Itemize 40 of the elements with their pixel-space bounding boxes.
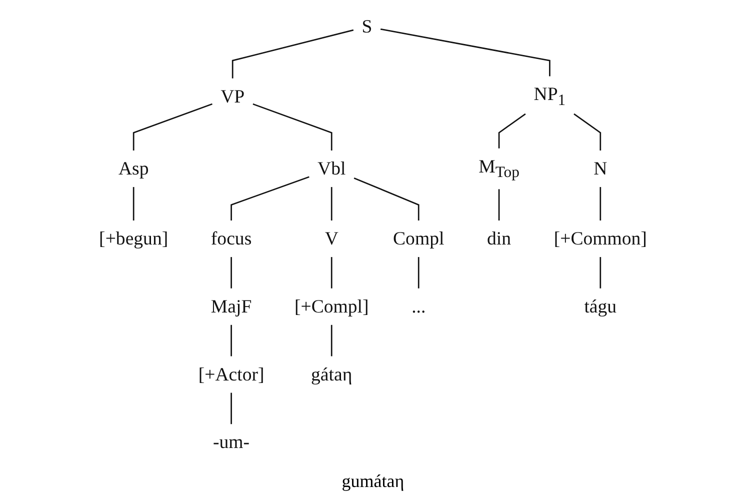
node-text: [+Actor] [198,364,264,384]
node-text: [+Compl] [294,296,369,317]
node-text: MajF [210,296,252,317]
connector [252,103,332,150]
connector [132,187,134,220]
connector [232,29,354,78]
connector [230,176,310,220]
bracket-label: gumátaη [342,471,404,492]
node-text: din [487,228,512,249]
connector [600,257,602,288]
node-text: VP [220,86,245,107]
connector [230,324,232,356]
connector [132,103,212,150]
connector [330,324,332,356]
connector [498,113,526,148]
node-text: Vbl [318,158,346,179]
node-text: -um- [213,431,250,452]
connector [230,257,232,288]
node-text: Asp [118,158,149,179]
connector [354,177,420,220]
node-text: ... [412,296,426,317]
connector [574,113,602,150]
connector [230,392,232,424]
connector [418,257,420,288]
connector [498,189,500,220]
node-text: Compl [393,228,444,249]
node-text: V [324,228,338,249]
connector [380,28,550,76]
node-text: S [362,16,372,37]
node-text: [+Common] [554,228,647,249]
node-text: NP$_{1}$ [534,84,566,110]
node-text: tágu [584,296,617,317]
node-text: N [594,158,608,179]
connector [600,187,602,220]
connector [330,187,332,220]
node-text: [+begun] [99,228,168,249]
node-text: focus [210,228,252,249]
connector [330,257,332,288]
node-text: M$_{Top}$ [478,156,520,182]
node-text: gátaη [311,364,352,384]
